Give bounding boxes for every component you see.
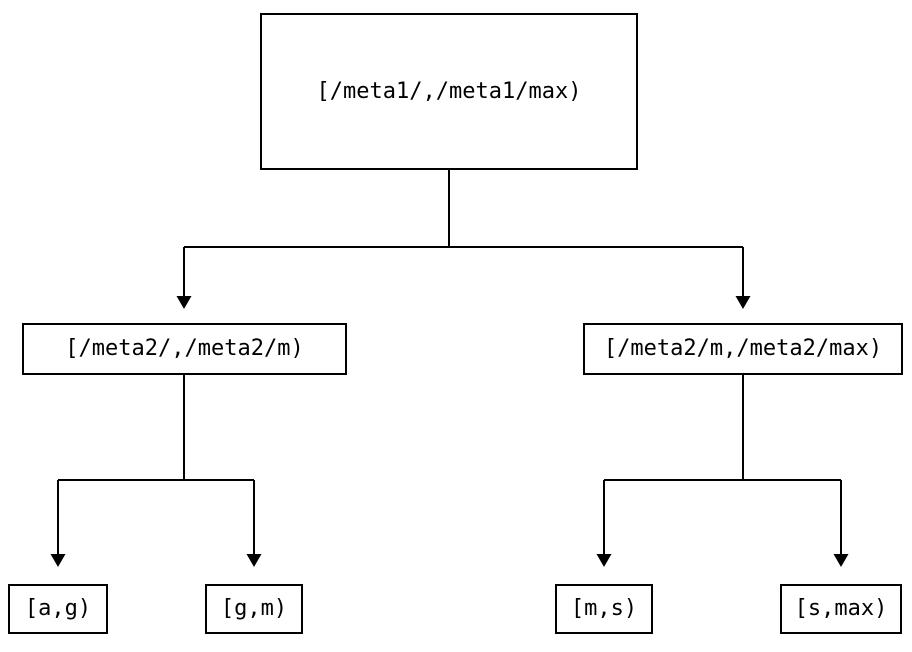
tree-node-level2-left: [/meta2/,/meta2/m) (22, 323, 347, 375)
tree-node-leaf-ag: [a,g) (8, 584, 108, 634)
arrow-down-icon (735, 296, 751, 309)
tree-node-leaf-gm-label: [g,m) (220, 596, 288, 621)
tree-node-leaf-gm: [g,m) (205, 584, 303, 634)
tree-node-level2-left-label: [/meta2/,/meta2/m) (65, 336, 304, 361)
arrow-down-icon (833, 554, 849, 567)
tree-node-leaf-ms-label: [m,s) (570, 596, 638, 621)
arrow-down-icon (176, 296, 192, 309)
tree-node-leaf-smax: [s,max) (780, 584, 902, 634)
edge-level2-right-to-leaves (603, 375, 842, 554)
tree-node-leaf-ms: [m,s) (555, 584, 653, 634)
tree-node-leaf-smax-label: [s,max) (794, 596, 888, 621)
arrow-down-icon (246, 554, 262, 567)
tree-node-level2-right: [/meta2/m,/meta2/max) (583, 323, 903, 375)
tree-node-root: [/meta1/,/meta1/max) (260, 13, 638, 170)
edge-root-to-level2 (183, 170, 744, 296)
tree-node-leaf-ag-label: [a,g) (24, 596, 92, 621)
edge-level2-left-to-leaves (57, 375, 255, 554)
tree-node-level2-right-label: [/meta2/m,/meta2/max) (603, 336, 883, 361)
tree-node-root-label: [/meta1/,/meta1/max) (316, 78, 582, 104)
arrow-down-icon (596, 554, 612, 567)
arrow-down-icon (50, 554, 66, 567)
